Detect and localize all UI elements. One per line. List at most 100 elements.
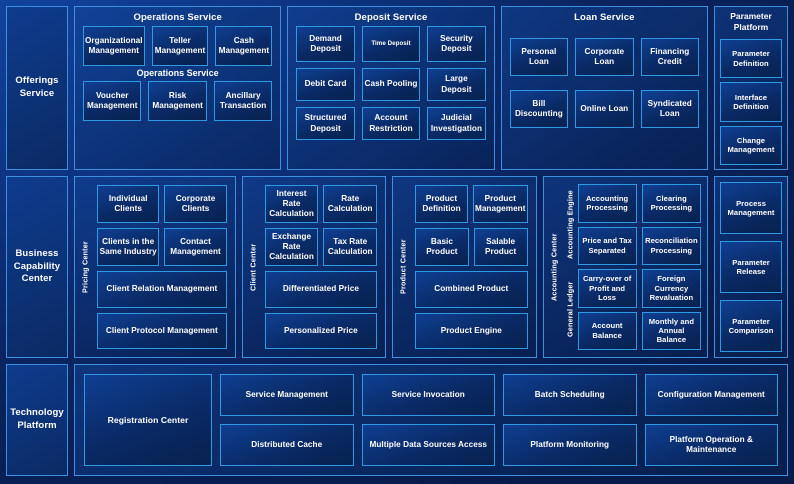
group-client-center: Client Center Interest Rate Calculation … [241,176,387,358]
box-debit-card[interactable]: Debit Card [296,68,355,101]
group-vlabel-pricing-center: Pricing Center [80,241,90,293]
box-organizational-management[interactable]: Organizational Management [83,26,145,66]
box-client-relation-management[interactable]: Client Relation Management [97,271,227,308]
box-differentiated-price[interactable]: Differentiated Price [264,271,378,308]
box-personal-loan[interactable]: Personal Loan [509,38,569,76]
pricing-center-pair-2: Clients in the Same Industry Contact Man… [97,228,227,266]
group-title-parameter-platform: Parameter Platform [730,11,772,33]
box-account-restriction[interactable]: Account Restriction [361,107,421,140]
box-combined-product[interactable]: Combined Product [415,271,528,308]
box-cash-management[interactable]: Cash Management [215,26,273,66]
box-product-definition[interactable]: Product Definition [415,185,468,223]
box-change-management[interactable]: Change Management [719,125,782,165]
box-risk-management[interactable]: Risk Management [148,81,207,121]
box-batch-scheduling[interactable]: Batch Scheduling [503,374,637,416]
box-platform-monitoring[interactable]: Platform Monitoring [503,424,637,466]
box-carry-over-profit-and-loss[interactable]: Carry-over of Profit and Loss [577,269,637,308]
box-demand-deposit[interactable]: Demand Deposit [296,26,355,62]
box-voucher-management[interactable]: Voucher Management [83,81,142,121]
box-reconciliation-processing[interactable]: Reconciliation Processing [641,226,702,265]
box-exchange-rate-calculation[interactable]: Exchange Rate Calculation [264,228,319,266]
loan-service-grid-1: Personal Loan Corporate Loan Financing C… [502,26,707,90]
group-title-loan-service: Loan Service [574,12,635,23]
box-service-management[interactable]: Service Management [220,374,354,416]
box-salable-product[interactable]: Salable Product [473,228,528,266]
box-ancillary-transaction[interactable]: Ancillary Transaction [213,81,273,121]
box-large-deposit[interactable]: Large Deposit [427,68,486,101]
general-ledger-pair-1: Carry-over of Profit and Loss Foreign Cu… [577,269,702,308]
accounting-engine-pair-2: Price and Tax Separated Reconciliation P… [577,226,702,265]
box-corporate-loan[interactable]: Corporate Loan [575,38,634,76]
group-vlabel-product-center: Product Center [398,239,408,295]
box-individual-clients[interactable]: Individual Clients [97,185,160,223]
box-tax-rate-calculation[interactable]: Tax Rate Calculation [323,228,378,266]
box-teller-management[interactable]: Teller Management [151,26,209,66]
box-security-deposit[interactable]: Security Deposit [427,26,486,62]
box-financing-credit[interactable]: Financing Credit [640,38,699,76]
group-vlabel-accounting-center: Accounting Center [549,233,558,301]
box-rate-calculation[interactable]: Rate Calculation [323,185,378,223]
box-product-management[interactable]: Product Management [472,185,528,223]
box-structured-deposit[interactable]: Structured Deposit [296,107,355,140]
box-foreign-currency-revaluation[interactable]: Foreign Currency Revaluation [641,269,702,308]
accounting-center-content: Accounting Engine Accounting Processing … [562,181,704,353]
box-interest-rate-calculation[interactable]: Interest Rate Calculation [264,185,319,223]
box-interface-definition[interactable]: Interface Definition [719,82,782,122]
deposit-service-grid-3: Structured Deposit Account Restriction J… [288,107,493,147]
box-client-protocol-management[interactable]: Client Protocol Management [97,312,227,349]
technology-platform-row: Technology Platform Registration Center … [6,364,788,476]
group-deposit-service: Deposit Service Demand Deposit Time Depo… [287,6,495,170]
group-title-deposit-service: Deposit Service [354,12,428,23]
box-price-and-tax-separated[interactable]: Price and Tax Separated [577,226,637,265]
box-basic-product[interactable]: Basic Product [415,228,469,266]
deposit-service-grid-1: Demand Deposit Time Deposit Security Dep… [288,26,493,68]
client-center-pair-2: Exchange Rate Calculation Tax Rate Calcu… [264,228,378,266]
loan-service-grid-2: Bill Discounting Online Loan Syndicated … [502,90,707,135]
box-syndicated-loan[interactable]: Syndicated Loan [640,90,699,128]
box-configuration-management[interactable]: Configuration Management [644,374,778,416]
group-pricing-center: Pricing Center Individual Clients Corpor… [74,176,236,358]
box-personalized-price[interactable]: Personalized Price [264,312,378,349]
box-judicial-investigation[interactable]: Judicial Investigation [427,107,486,140]
product-center-pair-1: Product Definition Product Management [415,185,528,223]
operations-service-grid-bottom: Voucher Management Risk Management Ancil… [75,81,280,128]
subgroup-vlabel-accounting-engine: Accounting Engine [565,190,574,259]
group-parameter-platform-continued: Process Management Parameter Release Par… [714,176,789,358]
box-contact-management[interactable]: Contact Management [164,228,227,266]
box-time-deposit[interactable]: Time Deposit [361,26,421,62]
technology-platform-panel: Registration Center Service Management S… [74,364,788,476]
box-parameter-definition[interactable]: Parameter Definition [719,39,782,79]
group-operations-service: Operations Service Organizational Manage… [74,6,282,170]
subgroup-general-ledger: General Ledger Carry-over of Profit and … [564,269,702,350]
box-monthly-and-annual-balance[interactable]: Monthly and Annual Balance [641,311,702,350]
pricing-center-pair-1: Individual Clients Corporate Clients [97,185,227,223]
group-loan-service: Loan Service Personal Loan Corporate Loa… [500,6,708,170]
box-multiple-data-sources-access[interactable]: Multiple Data Sources Access [361,424,495,466]
box-accounting-processing[interactable]: Accounting Processing [577,184,637,223]
box-bill-discounting[interactable]: Bill Discounting [509,90,569,128]
box-platform-operation-maintenance[interactable]: Platform Operation & Maintenance [644,424,778,466]
subgroup-accounting-engine: Accounting Engine Accounting Processing … [564,184,702,265]
product-center-pair-2: Basic Product Salable Product [415,228,528,266]
box-distributed-cache[interactable]: Distributed Cache [220,424,354,466]
box-account-balance[interactable]: Account Balance [577,311,637,350]
box-corporate-clients[interactable]: Corporate Clients [164,185,227,223]
box-cash-pooling[interactable]: Cash Pooling [361,68,421,101]
box-clients-same-industry[interactable]: Clients in the Same Industry [97,228,160,266]
group-parameter-platform: Parameter Platform Parameter Definition … [713,6,788,170]
group-title-operations-service: Operations Service [133,12,222,23]
box-clearing-processing[interactable]: Clearing Processing [641,184,702,223]
deposit-service-grid-2: Debit Card Cash Pooling Large Deposit [288,68,493,107]
box-parameter-release[interactable]: Parameter Release [720,241,783,293]
box-registration-center[interactable]: Registration Center [84,374,212,466]
box-product-engine[interactable]: Product Engine [415,312,528,349]
product-center-content: Product Definition Product Management Ba… [411,181,531,353]
box-parameter-comparison[interactable]: Parameter Comparison [720,300,783,352]
technology-platform-grid: Service Management Service Invocation Ba… [220,374,778,466]
offerings-service-row: Offerings Service Operations Service Org… [6,6,788,170]
box-service-invocation[interactable]: Service Invocation [361,374,495,416]
box-process-management[interactable]: Process Management [720,182,783,234]
group-subtitle-operations-service: Operations Service [136,68,219,78]
box-online-loan[interactable]: Online Loan [575,90,634,128]
